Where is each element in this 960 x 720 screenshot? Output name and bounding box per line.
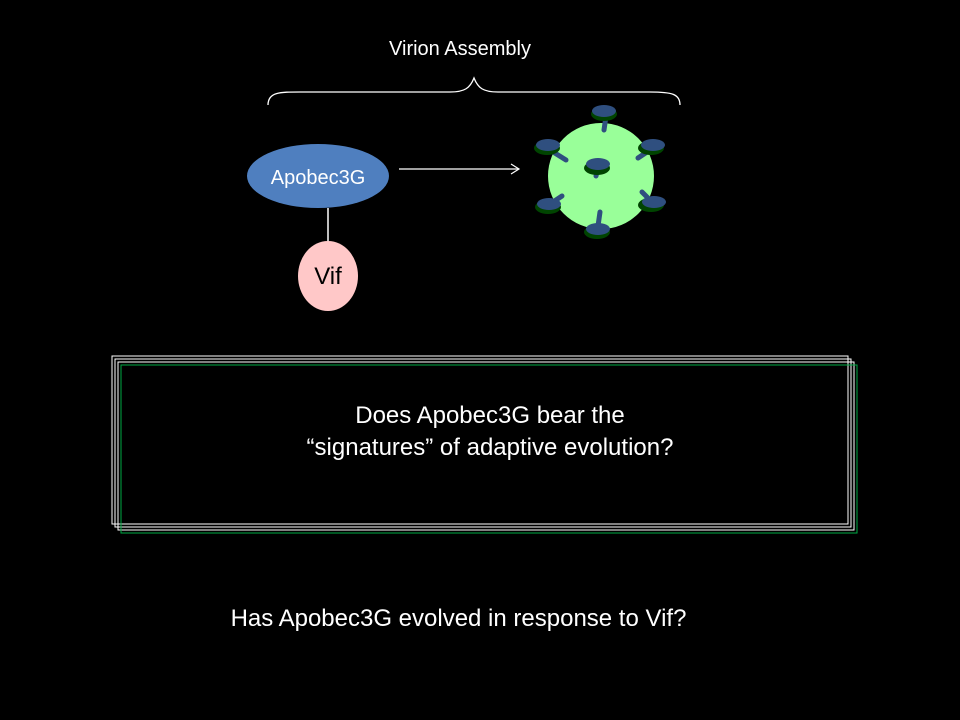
box-question-line-1: Does Apobec3G bear the bbox=[355, 402, 625, 429]
bottom-question: Has Apobec3G evolved in response to Vif? bbox=[230, 605, 687, 632]
curly-brace-icon bbox=[267, 76, 681, 106]
apobec3g-label: Apobec3G bbox=[271, 167, 366, 189]
virion-particle-icon bbox=[534, 105, 666, 239]
box-question-line-2: “signatures” of adaptive evolution? bbox=[306, 434, 674, 461]
apobec3g-node: Apobec3G bbox=[247, 144, 389, 208]
vif-label: Vif bbox=[314, 263, 342, 290]
question-box: Does Apobec3G bear the “signatures” of a… bbox=[120, 400, 860, 464]
virion-assembly-label: Virion Assembly bbox=[389, 38, 531, 60]
vif-node: Vif bbox=[298, 241, 358, 311]
arrow-right-icon bbox=[399, 163, 521, 175]
question-box-frame bbox=[111, 355, 858, 534]
